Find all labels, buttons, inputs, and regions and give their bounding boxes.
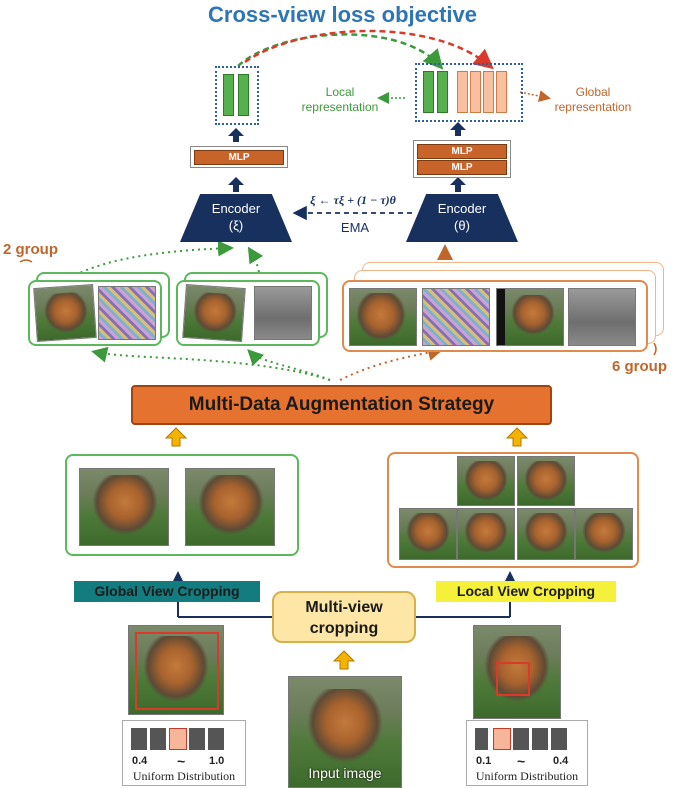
ema-label: EMA <box>340 220 370 235</box>
distribution-bin <box>208 728 224 750</box>
mlp-layer: MLP <box>194 150 284 165</box>
distribution-bin <box>131 728 147 750</box>
encoder-label: Encoder <box>211 201 261 216</box>
multi-data-augmentation-strategy: Multi-Data Augmentation Strategy <box>131 385 552 425</box>
distribution-bin <box>189 728 205 750</box>
encoder-param: (ξ) <box>228 218 244 233</box>
distribution-label: Uniform Distribution <box>475 769 579 783</box>
local-views-card <box>387 452 639 568</box>
uniform-distribution-local: 0.1 ~ 0.4 Uniform Distribution <box>466 720 588 786</box>
distribution-bin <box>551 728 567 750</box>
augmented-image <box>33 283 97 343</box>
augmented-group-card <box>342 280 648 352</box>
global-views-card <box>65 454 299 556</box>
distribution-bin-selected <box>169 728 187 750</box>
distribution-bin <box>532 728 548 750</box>
encoder-label: Encoder <box>437 201 487 216</box>
local-feature-bar <box>238 74 249 116</box>
augmented-pair-card <box>176 280 320 346</box>
global-feature-bar <box>457 71 468 113</box>
crop-region <box>496 662 530 696</box>
local-view-image <box>457 456 515 506</box>
augmented-image <box>182 283 246 343</box>
global-representation-label: Global representation <box>554 85 632 114</box>
group-right-label: 6 group <box>612 358 667 375</box>
range-low: 0.4 <box>132 755 148 767</box>
range-high: 0.4 <box>553 755 569 767</box>
global-view-image <box>79 468 169 546</box>
augmented-image <box>349 288 417 346</box>
local-view-image <box>457 508 515 560</box>
distribution-bin <box>513 728 529 750</box>
target-representation-box <box>215 66 259 125</box>
mlp-right-box: MLP MLP <box>413 140 511 178</box>
mlp-layer: MLP <box>417 144 507 159</box>
input-image: Input image <box>288 676 402 788</box>
local-view-cropping-label: Local View Cropping <box>436 581 616 602</box>
distribution-label: Uniform Distribution <box>132 769 236 783</box>
augmented-image <box>422 288 490 346</box>
local-view-image <box>517 456 575 506</box>
augmented-image <box>254 286 312 340</box>
global-view-image <box>185 468 275 546</box>
distribution-bin-selected <box>493 728 511 750</box>
target-encoder: Encoder (ξ) <box>180 194 292 242</box>
global-feature-bar <box>496 71 507 113</box>
range-tilde: ~ <box>177 753 186 769</box>
range-low: 0.1 <box>476 755 492 767</box>
augmented-image <box>568 288 636 346</box>
uniform-distribution-global: 0.4 ~ 1.0 Uniform Distribution <box>122 720 246 786</box>
encoder-param: (θ) <box>454 218 470 233</box>
input-image-label: Input image <box>308 765 382 781</box>
range-high: 1.0 <box>209 755 225 767</box>
multi-view-cropping-box: Multi-view cropping <box>272 591 416 643</box>
global-view-cropping-label: Global View Cropping <box>74 581 260 602</box>
local-crop-example <box>473 625 561 719</box>
local-feature-bar <box>423 71 434 113</box>
group-left-label: 2 group <box>3 241 58 258</box>
ema-formula: ξ ← τξ + (1 − τ)θ <box>310 193 396 207</box>
augmented-image <box>496 288 564 346</box>
mlp-layer: MLP <box>417 160 507 175</box>
online-representation-box <box>415 63 523 122</box>
distribution-bin <box>150 728 166 750</box>
crop-region <box>135 632 219 710</box>
global-feature-bar <box>470 71 481 113</box>
local-view-image <box>399 508 457 560</box>
local-view-image <box>517 508 575 560</box>
page-title: Cross-view loss objective <box>208 2 477 27</box>
local-view-image <box>575 508 633 560</box>
local-representation-label: Local representation <box>301 85 379 114</box>
range-tilde: ~ <box>517 753 526 769</box>
global-crop-example <box>128 625 224 715</box>
global-feature-bar <box>483 71 494 113</box>
local-feature-bar <box>437 71 448 113</box>
augmented-pair-card <box>28 280 162 346</box>
online-encoder: Encoder (θ) <box>406 194 518 242</box>
distribution-bin <box>475 728 488 750</box>
local-feature-bar <box>223 74 234 116</box>
mlp-left-box: MLP <box>190 146 288 168</box>
augmented-image <box>98 286 156 340</box>
